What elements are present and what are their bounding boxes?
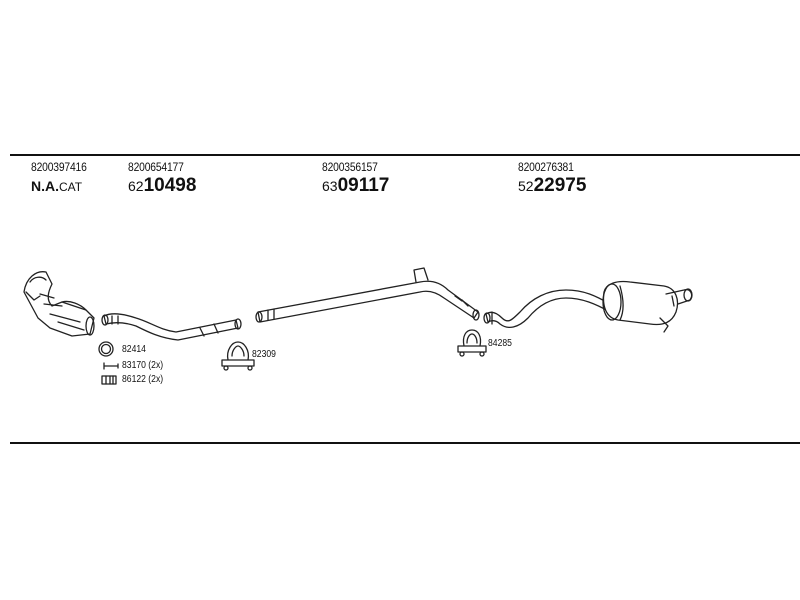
part-front-pipe: 8200654177 6210498	[128, 160, 196, 197]
clamp-icon	[221, 341, 255, 371]
accessory-label: 86122 (2x)	[122, 374, 164, 385]
accessory-label: 83170 (2x)	[122, 360, 164, 371]
part-middle-pipe: 8200356157 6309117	[322, 160, 389, 197]
gasket-ring-icon	[98, 341, 114, 357]
nut-icon	[101, 375, 117, 385]
rear-silencer	[483, 280, 693, 333]
catalytic-converter	[23, 271, 95, 337]
part-number: 8200397416	[31, 160, 87, 174]
part-number: 8200276381	[518, 160, 574, 174]
part-rear-silencer: 8200276381 5222975	[518, 160, 586, 197]
part-code: 6309117	[322, 175, 390, 196]
part-number: 8200654177	[128, 160, 184, 174]
part-catalyst: 8200397416 N.A.CAT	[31, 160, 96, 197]
middle-pipe	[255, 267, 480, 323]
clamp-icon	[457, 329, 487, 357]
accessory-label: 82414	[122, 344, 146, 355]
top-divider	[10, 154, 800, 156]
part-code: N.A.CAT	[31, 178, 83, 194]
part-code: 5222975	[518, 175, 587, 196]
accessory-label: 84285	[488, 338, 512, 349]
front-pipe	[101, 313, 242, 341]
accessory-label: 82309	[252, 349, 276, 360]
bottom-divider	[10, 442, 800, 444]
bolt-icon	[103, 362, 119, 370]
part-number: 8200356157	[322, 160, 378, 174]
part-code: 6210498	[128, 175, 197, 196]
